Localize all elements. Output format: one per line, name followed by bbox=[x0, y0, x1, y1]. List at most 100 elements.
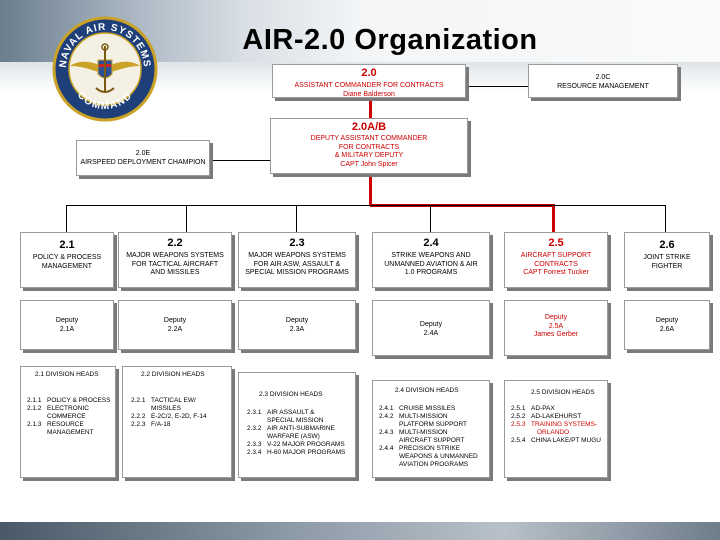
item-text: SPECIAL MISSION bbox=[267, 417, 324, 424]
division-line: AND MISSILES bbox=[150, 269, 200, 276]
item-text: AVIATION PROGRAMS bbox=[399, 461, 469, 468]
division-2-4: 2.4 STRIKE WEAPONS AND UNMANNED AVIATION… bbox=[372, 232, 490, 288]
division-line: SPECIAL MISSION PROGRAMS bbox=[245, 269, 349, 276]
division-2-1: 2.1 POLICY & PROCESS MANAGEMENT bbox=[20, 232, 114, 288]
list-item: 2.1.2 ELECTRONIC bbox=[27, 405, 111, 413]
item-text: V-22 MAJOR PROGRAMS bbox=[267, 441, 345, 448]
item-number: 2.5.1 bbox=[511, 405, 526, 412]
division-line: CONTRACTS bbox=[534, 260, 578, 268]
item-number: 2.5.2 bbox=[511, 413, 526, 420]
item-text: WARFARE (ASW) bbox=[267, 433, 320, 440]
division-line: 1.0 PROGRAMS bbox=[404, 269, 458, 276]
deputy-label: Deputy bbox=[285, 317, 309, 324]
deputy-2-3a: Deputy 2.3A bbox=[238, 300, 356, 350]
item-text: CRUISE MISSILES bbox=[399, 405, 456, 412]
list-item-continued: MANAGEMENT bbox=[27, 429, 111, 437]
navair-seal-icon: NAVAL AIR SYSTEMS COMMAND bbox=[52, 16, 158, 122]
item-number: 2.4.3 bbox=[379, 429, 394, 436]
division-line: JOINT STRIKE bbox=[643, 254, 691, 261]
division-line: MANAGEMENT bbox=[41, 262, 93, 270]
item-text: ELECTRONIC bbox=[47, 405, 89, 412]
division-2-3: 2.3 MAJOR WEAPONS SYSTEMS FOR AIR ASW, A… bbox=[238, 232, 356, 288]
heads-title: 2.5 DIVISION HEADS bbox=[531, 389, 595, 396]
division-line: MAJOR WEAPONS SYSTEMS bbox=[126, 252, 224, 259]
list-item-continued: SPECIAL MISSION bbox=[247, 417, 351, 425]
code-2-0c: 2.0C bbox=[595, 74, 611, 81]
list-item: 2.3.4 H-60 MAJOR PROGRAMS bbox=[247, 449, 351, 457]
ab-line-4: CAPT John Spicer bbox=[340, 160, 398, 168]
item-text: MISSILES bbox=[151, 405, 181, 412]
item-number: 2.3.4 bbox=[247, 449, 262, 456]
ab-line-3: & MILITARY DEPUTY bbox=[334, 152, 404, 159]
item-number: 2.3.1 bbox=[247, 409, 262, 416]
item-text: CHINA LAKE/PT MUGU bbox=[531, 437, 601, 444]
item-number: 2.4.4 bbox=[379, 445, 394, 452]
list-item: 2.2.1 TACTICAL EW/ bbox=[131, 397, 227, 405]
page-title: AIR-2.0 Organization bbox=[242, 24, 538, 56]
footer-bar bbox=[0, 522, 720, 540]
list-item: 2.2.3 F/A-18 bbox=[131, 421, 227, 429]
item-number: 2.3.3 bbox=[247, 441, 262, 448]
list-item-continued: ORLANDO bbox=[511, 429, 603, 437]
box-2-0: 2.0 ASSISTANT COMMANDER FOR CONTRACTS Di… bbox=[272, 64, 466, 98]
deputy-code: 2.5A bbox=[548, 322, 564, 330]
list-item-continued: AVIATION PROGRAMS bbox=[379, 461, 485, 469]
heads-title: 2.2 DIVISION HEADS bbox=[141, 371, 205, 378]
division-line: FOR AIR ASW, ASSAULT & bbox=[253, 260, 341, 268]
item-text: ORLANDO bbox=[537, 429, 570, 436]
item-text: TACTICAL EW/ bbox=[151, 397, 196, 404]
division-code: 2.6 bbox=[659, 239, 675, 251]
item-number: 2.2.1 bbox=[131, 397, 146, 404]
deputy-label: Deputy bbox=[163, 317, 187, 324]
deputy-code: 2.1A bbox=[59, 325, 75, 333]
item-text: F/A-18 bbox=[151, 421, 171, 428]
deputy-name: James Gerber bbox=[533, 331, 579, 338]
deputy-label: Deputy bbox=[544, 314, 568, 321]
division-code: 2.3 bbox=[289, 237, 305, 249]
item-text: MANAGEMENT bbox=[47, 429, 94, 436]
item-number: 2.3.2 bbox=[247, 425, 262, 432]
list-item: 2.3.3 V-22 MAJOR PROGRAMS bbox=[247, 441, 351, 449]
list-item-continued: PLATFORM SUPPORT bbox=[379, 421, 485, 429]
item-text: H-60 MAJOR PROGRAMS bbox=[267, 449, 346, 456]
list-item-continued: MISSILES bbox=[131, 405, 227, 413]
heads-title: 2.4 DIVISION HEADS bbox=[395, 387, 459, 394]
list-item: 2.3.1 AIR ASSAULT & bbox=[247, 409, 351, 417]
item-number: 2.5.3 bbox=[511, 421, 526, 428]
division-2-5: 2.5 AIRCRAFT SUPPORT CONTRACTS CAPT Forr… bbox=[504, 232, 608, 288]
deputy-2-4a: Deputy 2.4A bbox=[372, 300, 490, 356]
code-2-0ab: 2.0A/B bbox=[351, 121, 387, 133]
deputy-label: Deputy bbox=[655, 317, 679, 324]
item-text: E-2C/2, E-2D, F-14 bbox=[151, 413, 207, 420]
deputy-2-6a: Deputy 2.6A bbox=[624, 300, 710, 350]
item-number: 2.2.3 bbox=[131, 421, 146, 428]
code-2-0e: 2.0E bbox=[135, 150, 151, 157]
item-text: COMMERCE bbox=[47, 413, 86, 420]
deputy-code: 2.2A bbox=[167, 325, 183, 333]
deputy-2-1a: Deputy 2.1A bbox=[20, 300, 114, 350]
list-item-continued: WEAPONS & UNMANNED bbox=[379, 453, 485, 461]
title-2-0c: RESOURCE MANAGEMENT bbox=[557, 82, 649, 90]
deputy-label: Deputy bbox=[419, 321, 443, 328]
list-item-continued: WARFARE (ASW) bbox=[247, 433, 351, 441]
deputy-code: 2.6A bbox=[659, 325, 675, 333]
division-2-6: 2.6 JOINT STRIKE FIGHTER bbox=[624, 232, 710, 288]
item-text: AIR ASSAULT & bbox=[267, 409, 315, 416]
item-number: 2.1.2 bbox=[27, 405, 42, 412]
